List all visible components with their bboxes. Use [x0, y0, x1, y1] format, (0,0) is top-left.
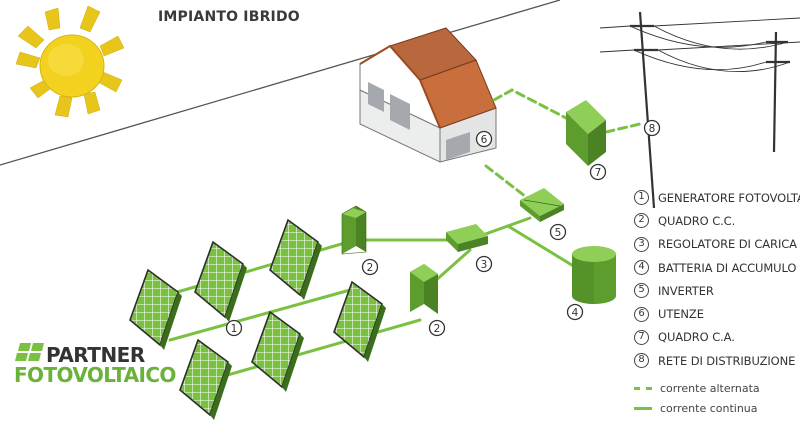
legend: 1 GENERATORE FOTOVOLTAICO 2 QUADRO C.C. 3 REG… — [634, 186, 800, 372]
legend-number: 2 — [634, 213, 649, 229]
legend-number: 8 — [634, 353, 649, 369]
legend-number: 3 — [634, 236, 649, 252]
inverter-icon — [520, 188, 564, 222]
dc-panel-a-icon — [341, 205, 367, 255]
legend-label: QUADRO C.A. — [658, 330, 735, 345]
svg-text:4: 4 — [572, 307, 579, 319]
sun-icon — [15, 5, 125, 118]
svg-text:2: 2 — [367, 262, 374, 274]
marker-generator: 1 — [225, 319, 243, 337]
line-legend: corrente alternata corrente continua — [634, 378, 760, 418]
solar-panel — [179, 338, 232, 420]
svg-text:8: 8 — [649, 123, 656, 135]
line-legend-label: corrente continua — [660, 401, 758, 415]
line-legend-item: corrente continua — [634, 398, 760, 418]
dc-panel-b-icon — [410, 264, 438, 314]
legend-label: RETE DI DISTRIBUZIONE — [658, 353, 796, 368]
house-icon — [359, 27, 497, 163]
svg-text:5: 5 — [555, 227, 562, 239]
battery-icon — [572, 246, 616, 304]
legend-number: 7 — [634, 329, 649, 345]
solar-panel — [269, 218, 322, 300]
legend-item: 2 QUADRO C.C. — [634, 209, 800, 232]
legend-number: 4 — [634, 260, 649, 276]
legend-item: 8 RETE DI DISTRIBUZIONE — [634, 349, 800, 372]
solid-line-swatch — [634, 406, 652, 410]
legend-label: QUADRO C.C. — [658, 213, 736, 228]
solar-panels — [129, 218, 386, 420]
legend-item: 1 GENERATORE FOTOVOLTAICO — [634, 186, 800, 209]
marker-loads: 6 — [475, 130, 493, 148]
marker-grid: 8 — [643, 119, 661, 137]
svg-text:2: 2 — [434, 323, 441, 335]
legend-item: 7 QUADRO C.A. — [634, 326, 800, 349]
marker-battery: 4 — [566, 303, 584, 321]
legend-item: 4 BATTERIA DI ACCUMULO — [634, 256, 800, 279]
legend-number: 1 — [634, 190, 649, 206]
marker-ac-panel: 7 — [589, 163, 607, 181]
legend-label: GENERATORE FOTOVOLTAICO — [658, 190, 800, 205]
diagram-title: IMPIANTO IBRIDO — [158, 9, 300, 25]
svg-text:7: 7 — [595, 167, 602, 179]
legend-item: 3 REGOLATORE DI CARICA — [634, 233, 800, 256]
power-poles — [599, 11, 800, 209]
legend-item: 5 INVERTER — [634, 279, 800, 302]
legend-item: 6 UTENZE — [634, 302, 800, 325]
line-legend-item: corrente alternata — [634, 378, 760, 398]
svg-text:3: 3 — [481, 259, 488, 271]
svg-text:1: 1 — [231, 323, 238, 335]
dashed-line-swatch — [634, 386, 652, 390]
horizon-line — [0, 0, 561, 166]
logo-line2: FOTOVOLTAICO — [14, 363, 176, 387]
charge-controller-icon — [446, 224, 488, 252]
legend-label: INVERTER — [658, 283, 714, 298]
solar-panel — [129, 268, 182, 350]
svg-text:6: 6 — [481, 134, 488, 146]
legend-label: UTENZE — [658, 307, 704, 322]
logo-icon — [15, 343, 44, 361]
solar-panel — [251, 310, 304, 392]
logo-line1: PARTNER — [46, 343, 145, 367]
ac-panel-icon — [566, 100, 606, 166]
marker-charge-controller: 3 — [475, 255, 493, 273]
marker-inverter: 5 — [549, 223, 567, 241]
legend-number: 6 — [634, 306, 649, 322]
solar-panel — [333, 280, 386, 362]
legend-label: BATTERIA DI ACCUMULO — [658, 260, 797, 275]
marker-dc-panel-a: 2 — [361, 258, 379, 276]
legend-label: REGOLATORE DI CARICA — [658, 237, 797, 252]
marker-dc-panel-b: 2 — [428, 319, 446, 337]
solar-panel — [194, 240, 247, 322]
line-legend-label: corrente alternata — [660, 381, 760, 395]
legend-number: 5 — [634, 283, 649, 299]
